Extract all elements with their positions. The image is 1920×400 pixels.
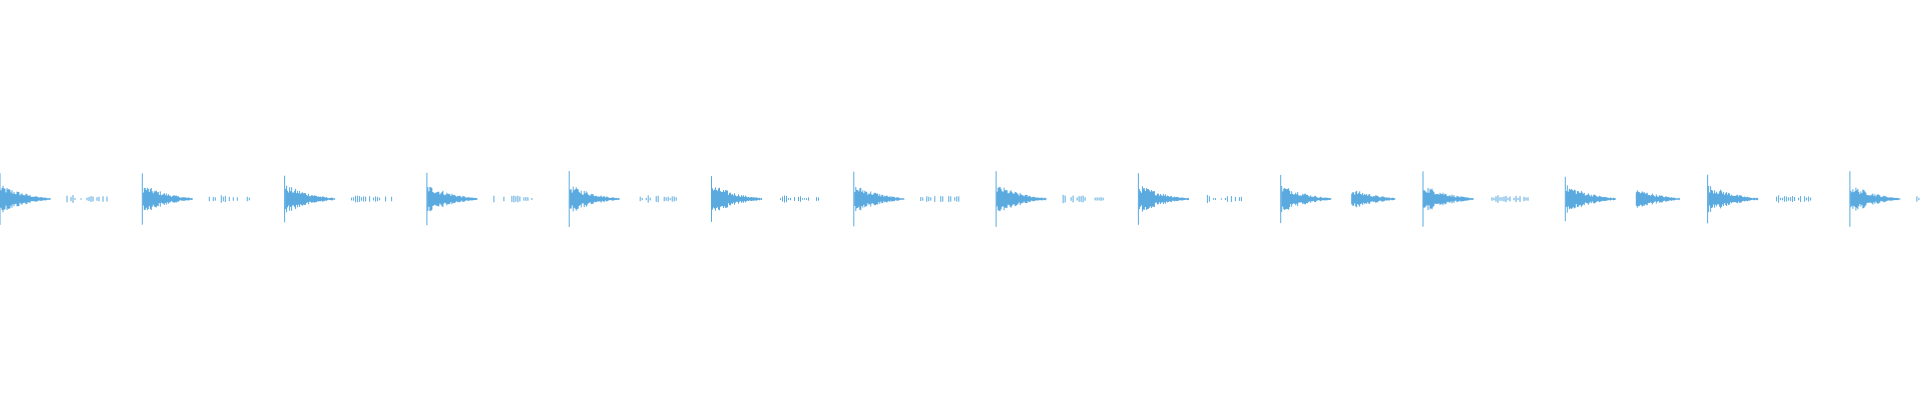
- waveform-beat: [853, 171, 960, 227]
- waveform-beat: [1422, 171, 1529, 227]
- waveform-beat: [284, 175, 393, 223]
- waveform-beat: [1137, 173, 1242, 225]
- waveform-beat: [711, 176, 819, 222]
- waveform-beat: [1280, 174, 1396, 224]
- waveform-beat: [995, 171, 1104, 227]
- waveform-beat: [141, 173, 250, 225]
- waveform-beat: [1849, 171, 1920, 227]
- waveform-beat: [568, 171, 677, 227]
- waveform-beat: [0, 173, 108, 225]
- waveform-beat: [1707, 174, 1812, 224]
- waveform-beat: [1564, 176, 1680, 222]
- waveform-beat: [426, 172, 533, 226]
